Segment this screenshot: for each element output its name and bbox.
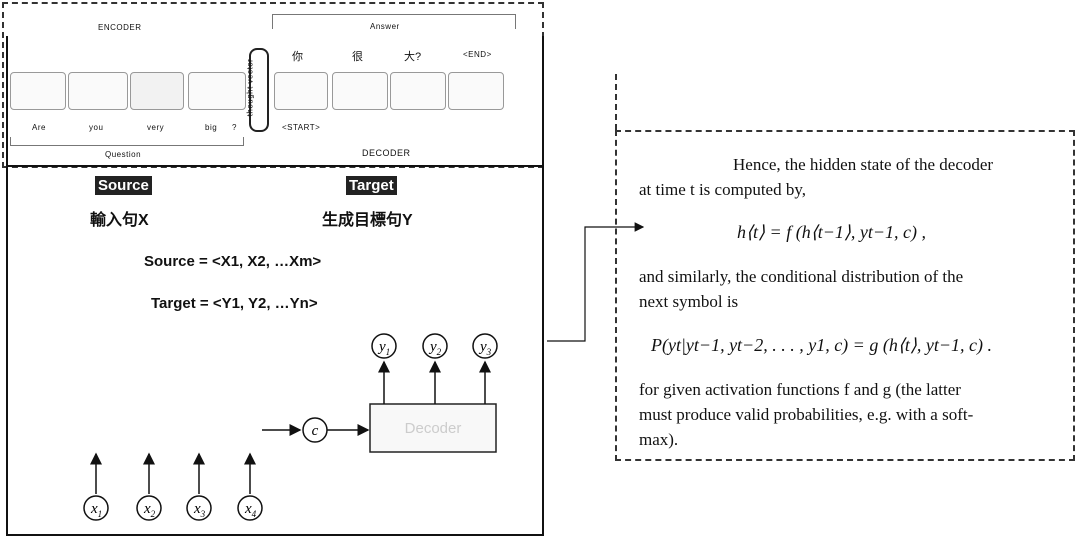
output-word: <END>: [463, 50, 492, 59]
para3-line2: must produce valid probabilities, e.g. w…: [639, 405, 974, 424]
answer-bracket: [272, 14, 516, 29]
output-word: 你: [292, 51, 303, 63]
decoder-box-label: Decoder: [405, 420, 462, 437]
input-word: big: [205, 123, 218, 132]
decoder-cell: [390, 72, 446, 110]
output-word: 很: [352, 51, 363, 63]
encoder-title: ENCODER: [98, 23, 142, 32]
divider-line: [6, 165, 542, 167]
equation-1: h⟨t⟩ = f (h⟨t−1⟩, yt−1, c) ,: [737, 222, 926, 242]
input-word: Are: [32, 123, 46, 132]
encoder-cell: [68, 72, 128, 110]
input-x2-node: [136, 495, 162, 521]
solid-frame: [6, 36, 544, 536]
input-x3-node: [186, 495, 212, 521]
seq2seq-figure: ENCODER Answer thought vector Are you ve…: [2, 2, 544, 536]
equation-2: P(yt|yt−1, yt−2, . . . , y1, c) = g (h⟨t…: [651, 335, 992, 355]
input-word: you: [89, 123, 104, 132]
decoder-title: DECODER: [362, 148, 411, 158]
input-word: ?: [232, 123, 237, 132]
decoder-box: [369, 403, 497, 453]
question-label: Question: [105, 150, 142, 159]
encoder-cell-detail: [130, 72, 184, 110]
source-cn: 輸入句X: [90, 212, 149, 229]
target-tag: Target: [346, 176, 397, 195]
input-x1-node: [83, 495, 109, 521]
source-tag: Source: [95, 176, 152, 195]
source-equation: Source = <X1, X2, …Xm>: [144, 253, 322, 270]
connector-arrow: [547, 222, 645, 342]
input-word: very: [147, 123, 165, 132]
context-label: c: [312, 423, 319, 439]
para1-line2: at time t is computed by,: [639, 180, 806, 199]
question-bracket: [10, 137, 244, 146]
encoder-cell: [10, 72, 66, 110]
paper-top-rule-left: [615, 74, 619, 130]
output-y3-node: [472, 333, 498, 359]
para3-line3: max).: [639, 430, 679, 449]
encoder-cell: [188, 72, 246, 110]
decoder-cell: [332, 72, 388, 110]
output-y2-node: [422, 333, 448, 359]
input-x4-node: [237, 495, 263, 521]
target-equation: Target = <Y1, Y2, …Yn>: [151, 295, 318, 312]
start-token: <START>: [282, 123, 321, 132]
para2-line2: next symbol is: [639, 292, 739, 311]
answer-label: Answer: [370, 22, 400, 31]
decoder-cell: [448, 72, 504, 110]
decoder-cell: [274, 72, 328, 110]
thought-vector-label: thought vector: [245, 58, 255, 117]
target-cn: 生成目標句Y: [322, 212, 413, 229]
thought-vector: thought vector: [245, 48, 269, 132]
para1-line1: Hence, the hidden state of the decoder: [733, 155, 994, 174]
paper-excerpt: Hence, the hidden state of the decoder a…: [615, 130, 1075, 461]
para3-line1: for given activation functions f and g (…: [639, 380, 961, 399]
para2-line1: and similarly, the conditional distribut…: [639, 267, 964, 286]
output-word: 大?: [404, 51, 422, 63]
output-y1-node: [371, 333, 397, 359]
